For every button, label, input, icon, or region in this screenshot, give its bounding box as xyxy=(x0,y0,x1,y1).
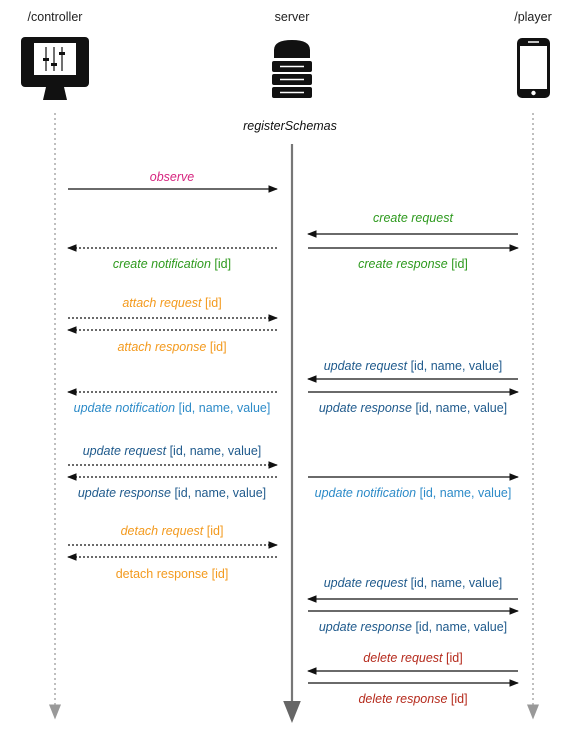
message-label-part: [id] xyxy=(206,340,226,354)
server-stack-icon xyxy=(272,40,312,98)
smartphone-icon xyxy=(517,38,550,98)
message-label-create-response: create response [id] xyxy=(358,257,468,271)
message-label-part: detach response xyxy=(116,567,208,581)
message-label-part: [id] xyxy=(448,257,468,271)
message-label-part: delete request xyxy=(363,651,443,665)
message-label-part: detach request xyxy=(121,524,204,538)
message-label-observe: observe xyxy=(150,170,195,184)
message-label-detach-response: detach response [id] xyxy=(116,567,229,581)
message-label-create-request: create request xyxy=(373,211,453,225)
message-label-part: update request xyxy=(83,444,167,458)
message-label-part: update request xyxy=(324,359,408,373)
register-schemas-label: registerSchemas xyxy=(243,119,337,133)
message-label-part: attach request xyxy=(122,296,202,310)
messages: observe create request create response [id… xyxy=(67,170,519,706)
message-label-update-response-player: update response [id, name, value] xyxy=(319,401,507,415)
message-label-delete-request: delete request [id] xyxy=(363,651,462,665)
message-label-update-request-player: update request [id, name, value] xyxy=(324,359,503,373)
message-label-part: attach response xyxy=(117,340,206,354)
message-label-part: [id, name, value] xyxy=(412,620,507,634)
actor-label-controller: /controller xyxy=(28,10,83,24)
actor-label-server: server xyxy=(275,10,310,24)
message-label-update-request-controller: update request [id, name, value] xyxy=(83,444,262,458)
message-label-part: [id, name, value] xyxy=(412,401,507,415)
message-label-attach-request: attach request [id] xyxy=(122,296,221,310)
message-label-part: [id] xyxy=(211,257,231,271)
message-label-part: update response xyxy=(319,401,412,415)
message-label-part: [id, name, value] xyxy=(407,576,502,590)
message-label-part: delete response xyxy=(358,692,447,706)
message-label-part: [id, name, value] xyxy=(166,444,261,458)
message-label-part: update response xyxy=(78,486,171,500)
message-label-attach-response: attach response [id] xyxy=(117,340,226,354)
message-label-part: [id, name, value] xyxy=(175,401,270,415)
message-label-part: [id] xyxy=(203,524,223,538)
message-label-update-request-player-2: update request [id, name, value] xyxy=(324,576,503,590)
message-label-part: update notification xyxy=(315,486,417,500)
message-label-part: [id] xyxy=(447,692,467,706)
message-label-update-response-controller: update response [id, name, value] xyxy=(78,486,266,500)
message-label-delete-response: delete response [id] xyxy=(358,692,467,706)
message-label-part: create response xyxy=(358,257,448,271)
message-label-update-response-player-2: update response [id, name, value] xyxy=(319,620,507,634)
message-label-part: observe xyxy=(150,170,195,184)
message-label-part: update notification xyxy=(74,401,176,415)
message-label-part: [id] xyxy=(443,651,463,665)
message-label-part: [id] xyxy=(208,567,228,581)
message-label-part: [id, name, value] xyxy=(407,359,502,373)
message-label-part: update request xyxy=(324,576,408,590)
message-label-create-notification: create notification [id] xyxy=(113,257,231,271)
message-label-part: create request xyxy=(373,211,453,225)
message-label-detach-request: detach request [id] xyxy=(121,524,224,538)
message-label-part: [id, name, value] xyxy=(171,486,266,500)
monitor-icon xyxy=(21,37,89,100)
message-label-part: create notification xyxy=(113,257,211,271)
message-label-part: update response xyxy=(319,620,412,634)
message-label-update-notification-controller: update notification [id, name, value] xyxy=(74,401,271,415)
actor-label-player: /player xyxy=(514,10,552,24)
message-label-update-notification-player: update notification [id, name, value] xyxy=(315,486,512,500)
message-label-part: [id, name, value] xyxy=(416,486,511,500)
message-label-part: [id] xyxy=(202,296,222,310)
